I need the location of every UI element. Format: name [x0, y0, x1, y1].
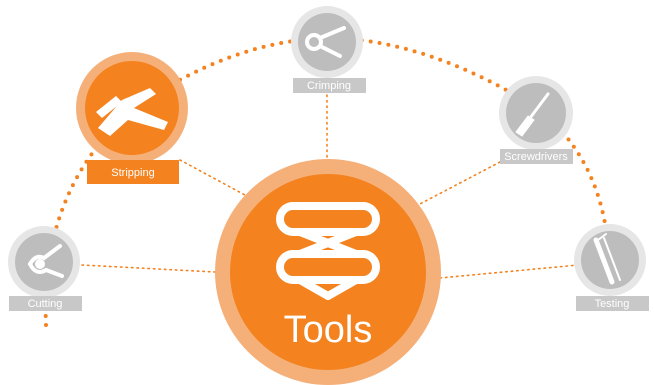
- testing-label-box: [576, 296, 649, 311]
- chain-link-icon: [276, 202, 380, 300]
- hub-tools[interactable]: Tools: [215, 159, 441, 385]
- wire-stripper-icon: [96, 88, 168, 136]
- voltage-tester-icon: [593, 233, 621, 285]
- category-cutting[interactable]: Cutting: [8, 226, 82, 311]
- spoke-cutting: [81, 264, 216, 273]
- screwdrivers-label: Screwdrivers: [504, 151, 568, 163]
- spoke-screwdrivers: [417, 161, 501, 206]
- stripping-label-box: [87, 160, 179, 184]
- crimper-icon: [305, 26, 346, 58]
- screwdrivers-inner-circle: [506, 83, 566, 143]
- stripping-label: Stripping: [111, 167, 154, 179]
- crimping-label: Crimping: [307, 80, 351, 92]
- hub-label: Tools: [284, 309, 373, 351]
- crimping-label-box: [293, 78, 366, 93]
- category-stripping[interactable]: Stripping: [76, 52, 188, 184]
- cutting-label-box: [9, 296, 82, 311]
- category-testing[interactable]: Testing: [574, 224, 649, 311]
- category-screwdrivers[interactable]: Screwdrivers: [499, 76, 573, 164]
- spoke-stripping: [179, 159, 246, 196]
- screwdrivers-label-box: [500, 149, 573, 164]
- spoke-testing: [439, 264, 579, 279]
- category-crimping[interactable]: Crimping: [291, 6, 366, 93]
- cutting-label: Cutting: [28, 298, 63, 310]
- screwdriver-icon: [515, 92, 550, 137]
- testing-label: Testing: [595, 298, 630, 310]
- spokes: [81, 94, 579, 279]
- cutter-icon: [28, 244, 64, 278]
